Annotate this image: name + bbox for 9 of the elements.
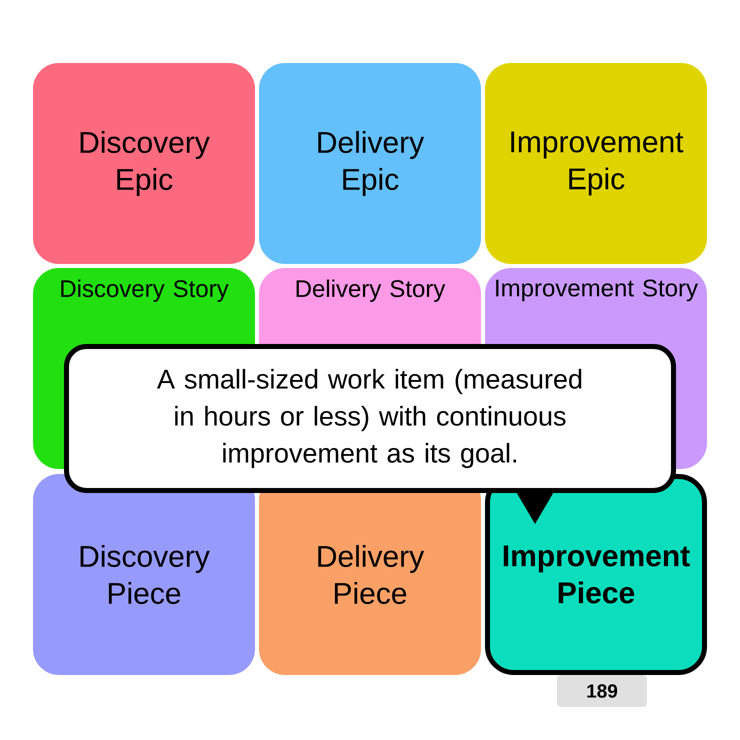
card: Discovery Piece xyxy=(33,474,255,675)
card: Improvement Piece xyxy=(485,474,707,675)
card: Improvement Epic xyxy=(485,63,707,264)
card: Discovery Epic xyxy=(33,63,255,264)
card: Delivery Story xyxy=(259,268,481,350)
callout-tooltip: A small-sized work item (measured in hours or less) with continuous improvement as its goal. xyxy=(64,344,676,524)
page-number-badge: 189 xyxy=(557,675,647,707)
card: Delivery Epic xyxy=(259,63,481,264)
card: Delivery Piece xyxy=(259,474,481,675)
